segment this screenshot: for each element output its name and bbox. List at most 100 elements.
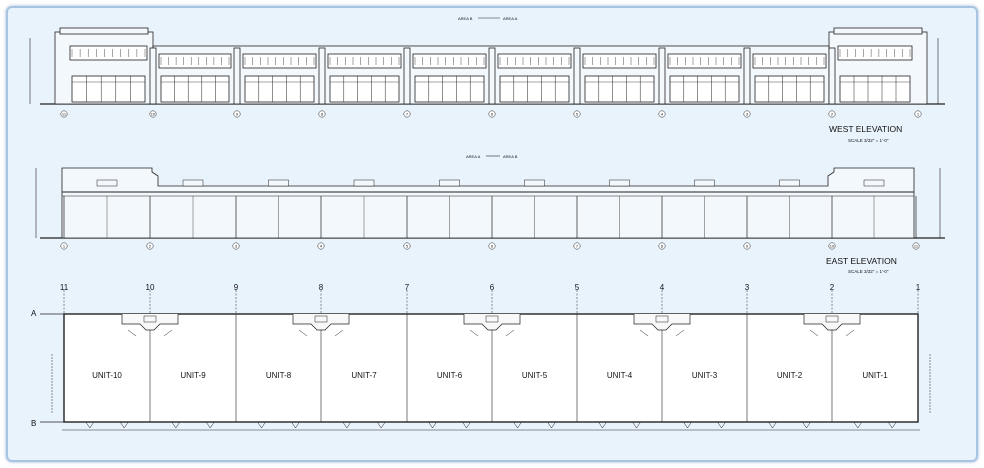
column-label: 4 — [660, 283, 665, 292]
column-label: 1 — [916, 283, 921, 292]
column-label: 11 — [60, 283, 69, 292]
parapet-step — [863, 179, 885, 187]
parapet-step — [439, 179, 460, 187]
grid-bubble — [828, 110, 836, 118]
grid-bubble — [232, 242, 240, 250]
east-area-tag-b: AREA B — [503, 154, 518, 159]
grid-label: 4 — [661, 112, 664, 117]
grid-bubble — [828, 242, 836, 250]
pilaster — [743, 47, 751, 105]
storefront-sign-band — [837, 45, 913, 61]
unit-label: UNIT-5 — [522, 371, 548, 380]
grid-bubble — [403, 110, 411, 118]
grid-bubble — [488, 110, 496, 118]
storefront-sign-band — [667, 53, 742, 69]
grid-label: 6 — [491, 244, 494, 249]
unit-label: UNIT-6 — [437, 371, 463, 380]
grid-bubble — [743, 242, 751, 250]
pilaster — [573, 47, 581, 105]
column-label: 6 — [490, 283, 495, 292]
parapet-step — [268, 179, 289, 187]
column-label: 5 — [575, 283, 580, 292]
storefront-glazing — [754, 75, 825, 103]
pilaster — [149, 47, 157, 105]
grid-label: 8 — [661, 244, 664, 249]
grid-label: 6 — [491, 112, 494, 117]
unit-label: UNIT-1 — [862, 371, 888, 380]
west-area-tag-b: AREA A — [503, 16, 518, 21]
grid-label: 5 — [576, 112, 579, 117]
column-label: 2 — [830, 283, 835, 292]
grid-bubble — [403, 242, 411, 250]
floor-plan — [40, 290, 931, 431]
column-label: 9 — [234, 283, 239, 292]
storefront-glazing — [839, 75, 911, 103]
grid-label: 2 — [149, 244, 152, 249]
grid-bubble — [573, 242, 581, 250]
storefront-sign-band — [327, 53, 402, 69]
grid-bubble — [146, 242, 154, 250]
grid-label: 11 — [914, 244, 919, 249]
unit-label: UNIT-9 — [180, 371, 206, 380]
grid-label: 10 — [151, 112, 156, 117]
grid-label: 1 — [917, 112, 920, 117]
pilaster — [318, 47, 326, 105]
column-label: 10 — [146, 283, 155, 292]
east-elevation-title: EAST ELEVATION — [826, 256, 897, 266]
west-elevation-scale: SCALE 3/32" = 1'-0" — [848, 138, 889, 143]
storefront-sign-band — [158, 53, 232, 69]
pilaster — [828, 47, 836, 105]
parapet-step — [694, 179, 715, 187]
grid-label: 1 — [63, 244, 66, 249]
grid-bubble — [912, 242, 920, 250]
storefront-glazing — [71, 75, 146, 103]
parapet-step — [524, 179, 545, 187]
pilaster — [658, 47, 666, 105]
grid-bubble — [60, 242, 68, 250]
unit-label: UNIT-4 — [607, 371, 633, 380]
storefront-sign-band — [582, 53, 657, 69]
grid-label: 4 — [320, 244, 323, 249]
column-label: 7 — [405, 283, 410, 292]
storefront-sign-band — [497, 53, 572, 69]
unit-label: UNIT-8 — [266, 371, 292, 380]
parapet-step — [779, 179, 800, 187]
grid-label: 11 — [62, 112, 67, 117]
grid-label: 7 — [576, 244, 579, 249]
grid-label: 9 — [746, 244, 749, 249]
storefront-sign-band — [752, 53, 827, 69]
east-area-tag-a: AREA A — [466, 154, 481, 159]
grid-bubble — [658, 110, 666, 118]
storefront-glazing — [244, 75, 315, 103]
storefront-sign-band — [412, 53, 487, 69]
row-label-a: A — [31, 309, 37, 318]
unit-label: UNIT-7 — [351, 371, 377, 380]
grid-bubble — [233, 110, 241, 118]
storefront-glazing — [669, 75, 740, 103]
east-elevation-scale: SCALE 3/32" = 1'-0" — [848, 269, 889, 274]
grid-bubble — [743, 110, 751, 118]
grid-label: 2 — [831, 112, 834, 117]
parapet-step — [96, 179, 118, 187]
grid-bubble — [658, 242, 666, 250]
unit-label: UNIT-10 — [92, 371, 122, 380]
west-elevation — [29, 27, 945, 105]
grid-bubble — [488, 242, 496, 250]
row-label-b: B — [31, 419, 36, 428]
column-label: 3 — [745, 283, 750, 292]
grid-label: 3 — [235, 244, 238, 249]
unit-label: UNIT-3 — [692, 371, 718, 380]
grid-label: 10 — [830, 244, 835, 249]
grid-label: 8 — [321, 112, 324, 117]
pilaster — [233, 47, 241, 105]
storefront-sign-band — [242, 53, 317, 69]
grid-bubble — [60, 110, 68, 118]
storefront-glazing — [414, 75, 485, 103]
storefront-glazing — [160, 75, 230, 103]
grid-label: 3 — [746, 112, 749, 117]
parapet-step — [182, 179, 204, 187]
grid-label: 7 — [406, 112, 409, 117]
grid-bubble — [149, 110, 157, 118]
